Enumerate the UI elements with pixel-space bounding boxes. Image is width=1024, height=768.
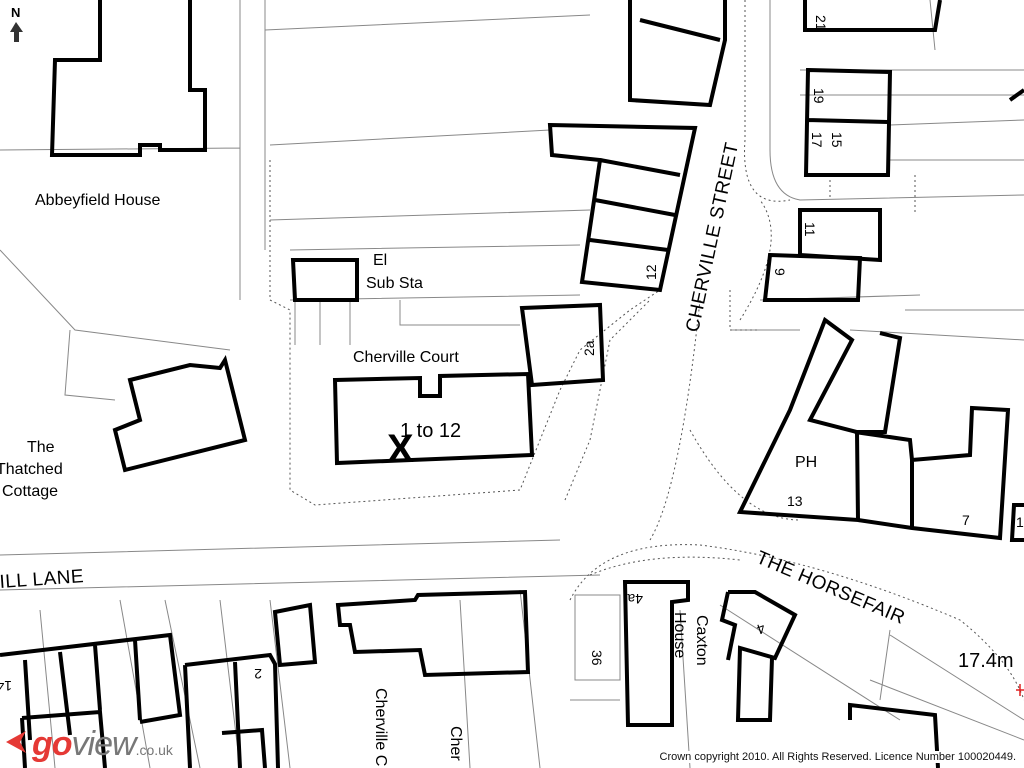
house-number: 36 [589, 650, 605, 666]
location-marker: X [387, 427, 414, 471]
label-sub-sta: Sub Sta [366, 275, 423, 292]
house-number: 15 [829, 132, 845, 148]
road-cherville-street: CHERVILLE STREET [682, 140, 743, 334]
house-number: 21 [813, 15, 829, 31]
house-numbers: 21 19 17 15 11 9 12 2a 13 7 1 4a 36 4 2 … [0, 15, 1024, 694]
house-number: 11 [802, 222, 818, 237]
label-cherville-court: Cherville Court [353, 349, 459, 366]
house-number: 7 [962, 512, 970, 528]
north-arrow-icon: N [10, 5, 23, 42]
label-abbeyfield-house: Abbeyfield House [35, 192, 161, 209]
road-mill-lane: ILL LANE [0, 566, 85, 593]
label-el: El [373, 252, 387, 269]
dashed-road-edges [269, 0, 1024, 701]
house-number: 4 [754, 620, 767, 638]
logo-view: view [71, 725, 137, 763]
house-number: 14 [0, 678, 12, 694]
house-number: 4a [627, 591, 643, 607]
logo-go: go [32, 725, 73, 763]
house-number: 19 [811, 88, 827, 104]
label-cher: Cher [447, 726, 464, 761]
house-number: 12 [643, 264, 659, 280]
logo-arrow-icon [6, 731, 26, 753]
north-label: N [11, 5, 20, 20]
house-number: 1 [1016, 514, 1024, 530]
label-units: 1 to 12 [400, 420, 461, 442]
road-the-horsefair: THE HORSEFAIR [753, 547, 908, 629]
house-number: 9 [772, 268, 788, 276]
logo-tld: .co.uk [135, 742, 173, 758]
goview-logo[interactable]: go view .co.uk [4, 725, 173, 764]
label-cherville-c: Cherville C [372, 688, 389, 766]
label-ph: PH [795, 454, 817, 471]
house-number: 13 [787, 493, 803, 509]
copyright-notice: Crown copyright 2010. All Rights Reserve… [657, 751, 1018, 763]
label-caxton: Caxton [693, 615, 710, 666]
spot-height: 17.4m [958, 650, 1014, 672]
spot-height-marker [1016, 684, 1024, 696]
label-house: House [671, 612, 688, 658]
label-thatched-2: Thatched [0, 461, 63, 478]
house-number: 2 [254, 666, 262, 682]
house-number: 17 [809, 132, 825, 148]
house-number: 2a [581, 340, 597, 356]
label-thatched-3: Cottage [2, 483, 58, 500]
label-thatched-1: The [27, 439, 55, 456]
